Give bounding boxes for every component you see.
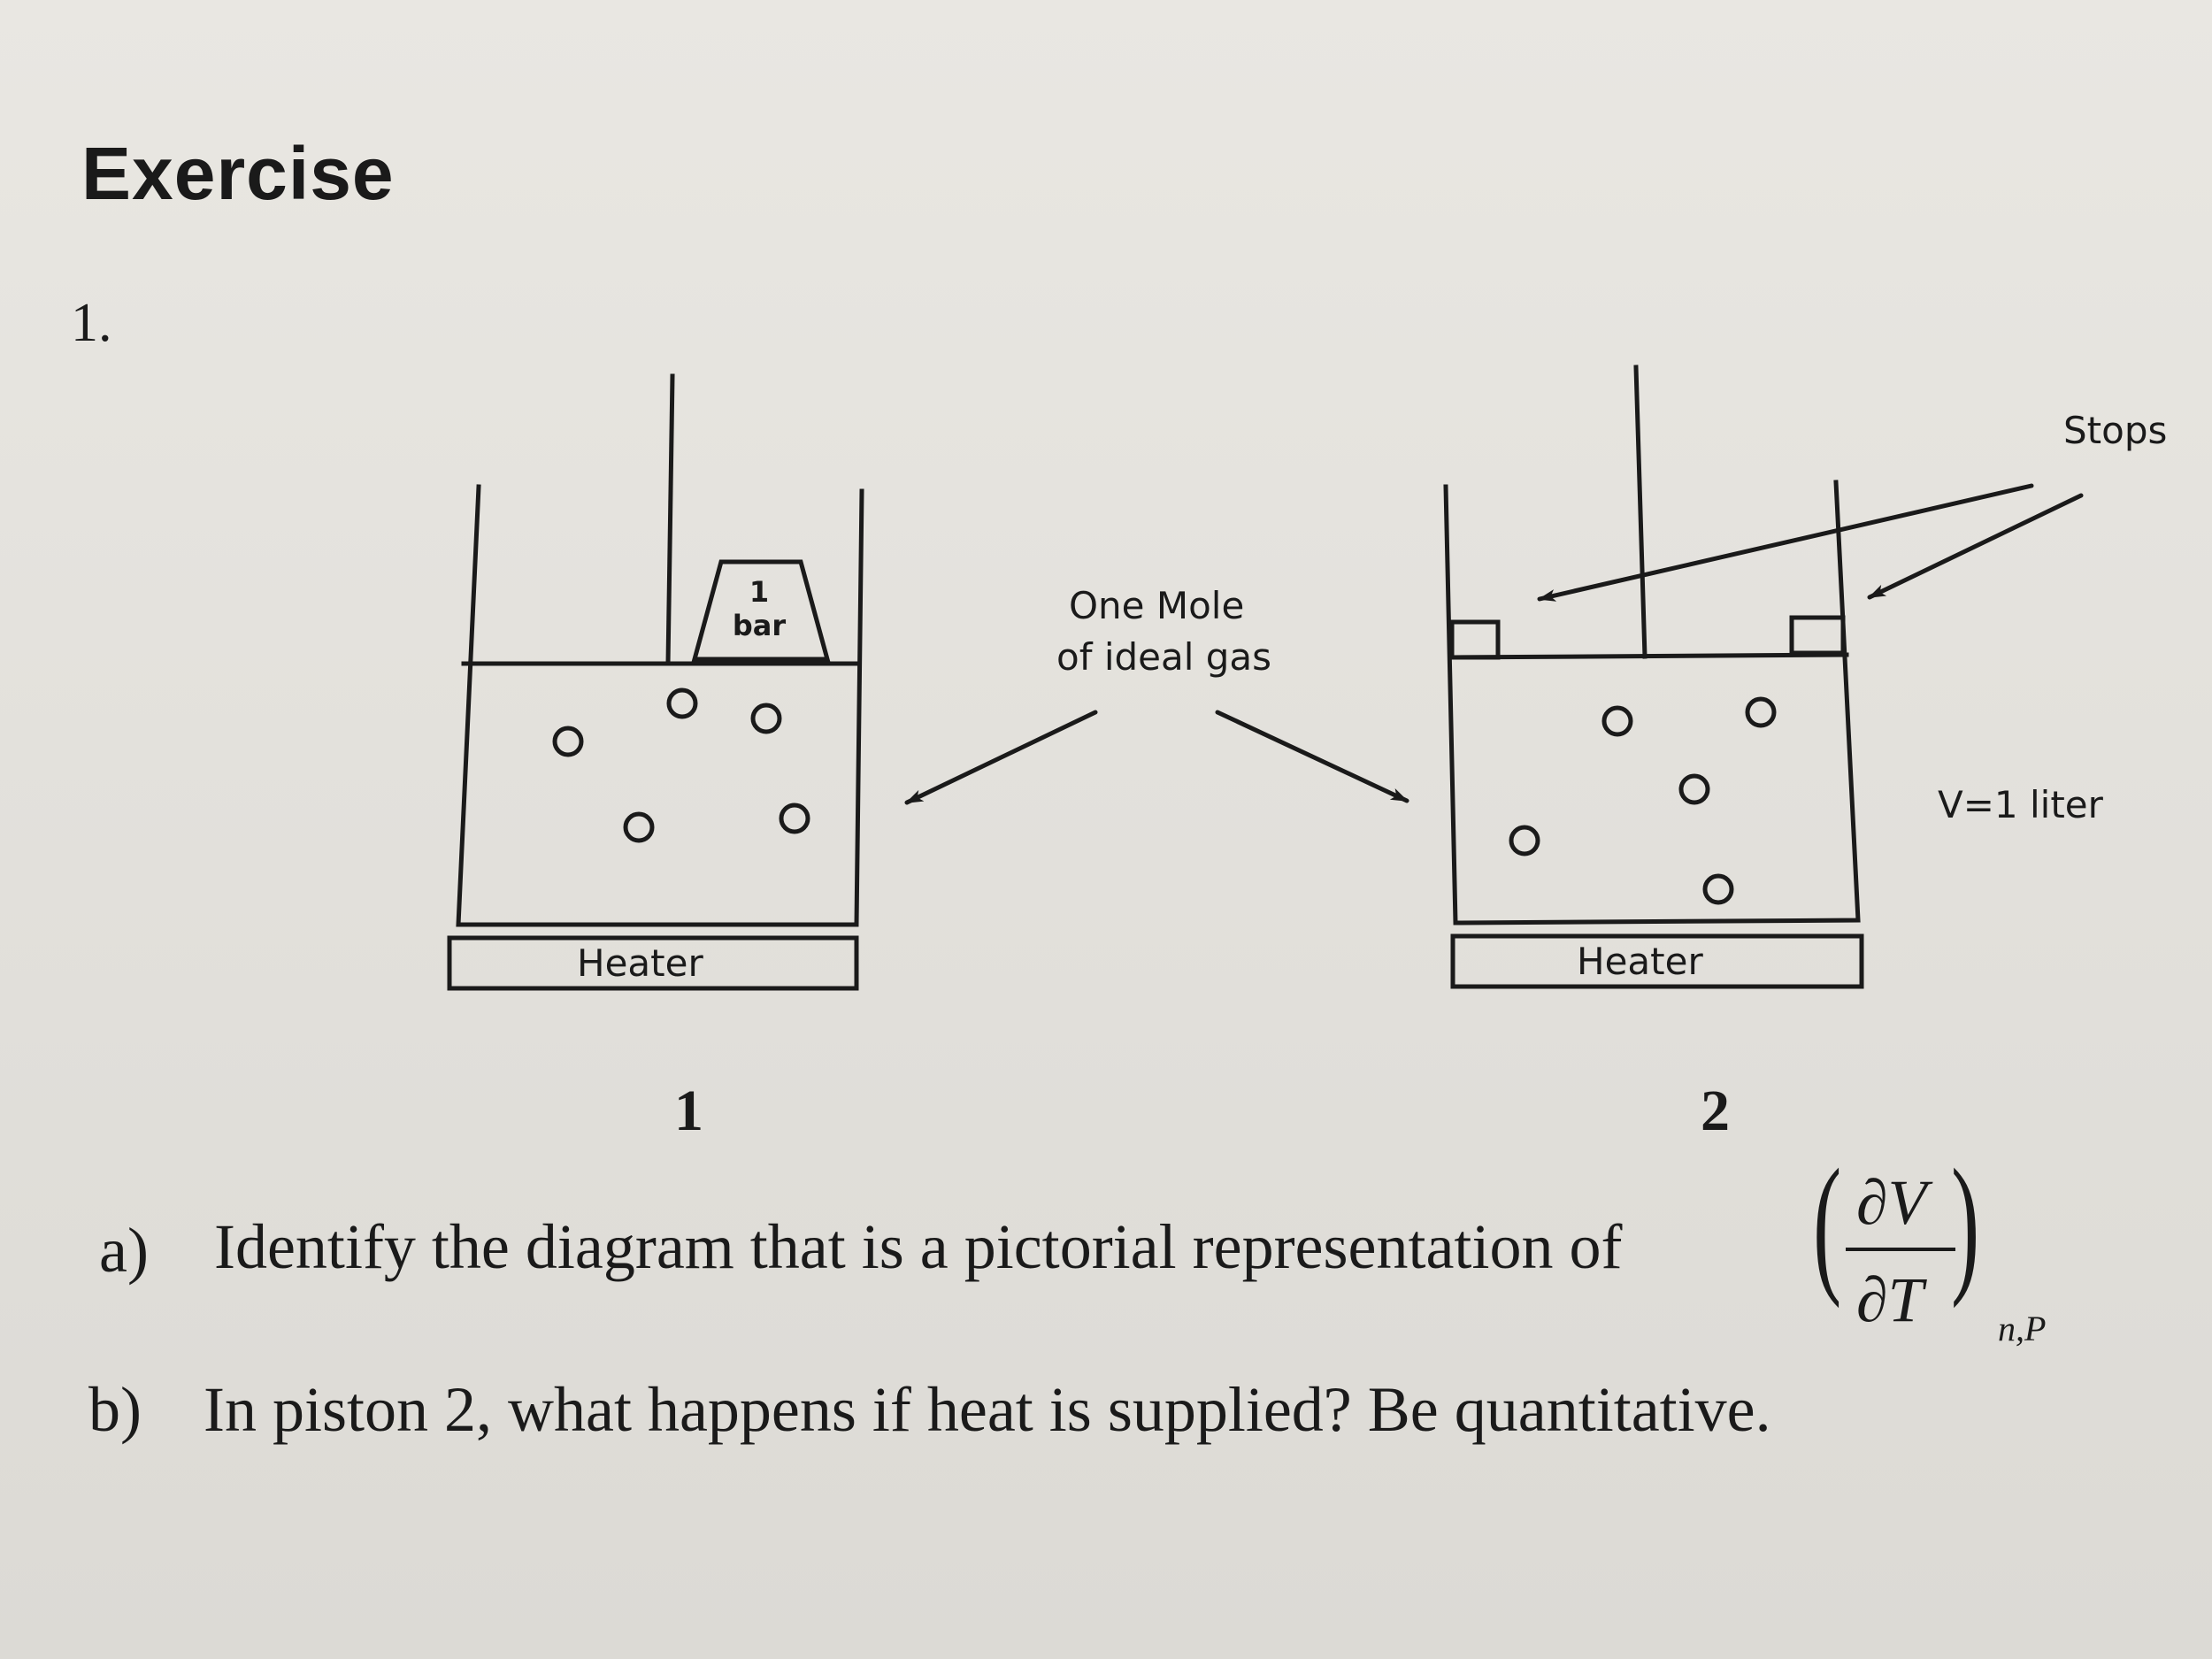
- arrow-to-stop-right: [1867, 493, 2084, 600]
- piston-2-plate: [1449, 652, 1849, 660]
- gas-molecule: [1702, 873, 1734, 905]
- gas-molecule: [779, 803, 810, 834]
- arrow-to-stop-left: [1537, 483, 2034, 602]
- derivative-fraction-bar: [1846, 1248, 1955, 1251]
- diagram-1-caption: 1: [674, 1079, 703, 1143]
- arrow-to-piston-1: [904, 710, 1098, 805]
- derivative-denominator: ∂T: [1856, 1264, 1924, 1335]
- gas-molecule: [1745, 696, 1777, 728]
- piston-1-rod: [665, 373, 675, 666]
- heater-1: [447, 935, 859, 991]
- question-a-text: Identify the diagram that is a pictorial…: [214, 1211, 1623, 1282]
- gas-molecule: [623, 811, 655, 843]
- gas-molecule: [1678, 773, 1710, 805]
- piston-2-rod: [1633, 365, 1647, 659]
- derivative-subscript: n,P: [1998, 1309, 2047, 1348]
- gas-molecule: [750, 703, 782, 734]
- question-b-text: In piston 2, what happens if heat is sup…: [204, 1374, 1771, 1445]
- piston-2: [1443, 365, 1864, 989]
- question-b-marker: b): [88, 1374, 142, 1445]
- heater-1-label: Heater: [577, 941, 703, 985]
- gas-molecule: [666, 687, 698, 719]
- weight-value: 1: [749, 575, 769, 609]
- gas-molecule: [1509, 825, 1540, 856]
- gas-molecule: [552, 726, 584, 757]
- piston-1: [447, 373, 864, 991]
- weight-unit: bar: [733, 609, 787, 642]
- arrow-to-piston-2: [1215, 710, 1409, 803]
- gas-label-line2: of ideal gas: [1056, 635, 1272, 679]
- stop-right: [1789, 615, 1846, 656]
- gas-label-line1: One Mole: [1069, 584, 1245, 627]
- derivative-paren-left: (: [1813, 1137, 1842, 1309]
- volume-label: V=1 liter: [1938, 783, 2103, 826]
- derivative-paren-right: ): [1951, 1137, 1980, 1309]
- gas-molecule: [1601, 705, 1633, 737]
- arrows: [904, 483, 2084, 805]
- cylinder-1-walls: [456, 484, 864, 927]
- stops-label: Stops: [2063, 409, 2168, 452]
- question-a-marker: a): [99, 1215, 149, 1286]
- page-heading: Exercise: [81, 132, 395, 215]
- cylinder-2-walls: [1443, 480, 1861, 926]
- derivative-numerator: ∂V: [1856, 1167, 1927, 1238]
- heater-2-label: Heater: [1577, 940, 1703, 983]
- heater-2: [1450, 933, 1864, 989]
- item-number: 1.: [71, 293, 112, 353]
- stop-left: [1449, 619, 1501, 660]
- weight-block: [691, 559, 831, 662]
- diagram-2-caption: 2: [1701, 1079, 1730, 1143]
